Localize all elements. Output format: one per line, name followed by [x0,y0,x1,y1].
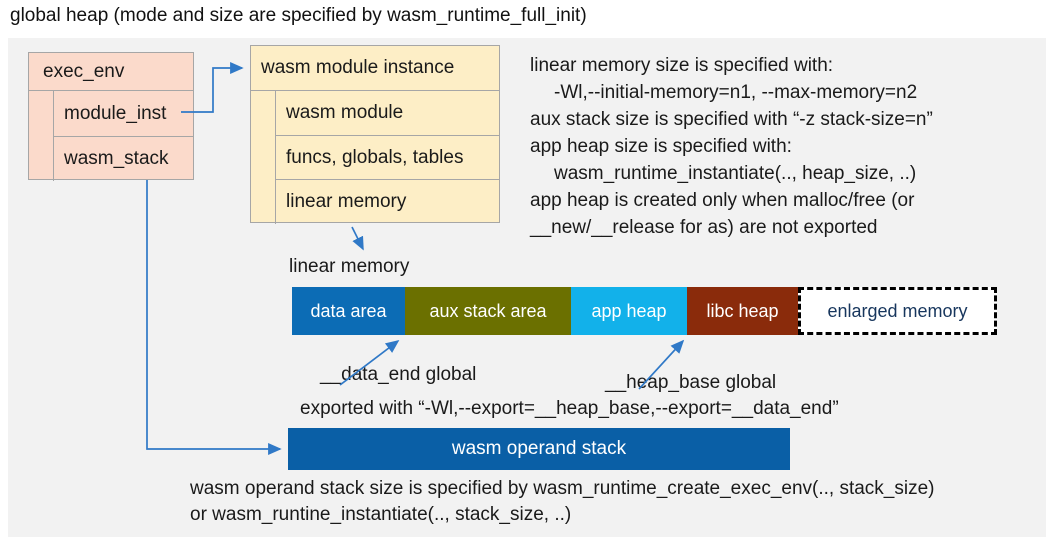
module-instance-header: wasm module instance [251,46,499,91]
note-line: __new/__release for as) are not exported [530,217,878,238]
note-line: aux stack size is specified with “-z sta… [530,109,933,130]
segment-enlarged-memory: enlarged memory [798,287,997,335]
diagram-title: global heap (mode and size are specified… [10,5,587,26]
size-notes-block: linear memory size is specified with: -W… [530,52,933,241]
segment-aux-stack-area: aux stack area [405,287,571,335]
note-line: or wasm_runtine_instantiate(.., stack_si… [190,504,572,525]
export-note: exported with “-Wl,--export=__heap_base,… [300,398,839,419]
exec-env-header: exec_env [29,53,193,91]
wasm-operand-stack-box: wasm operand stack [288,428,790,470]
exec-env-indent-strip [29,91,54,181]
note-line: linear memory size is specified with: [530,55,834,76]
module-instance-indent-strip [251,91,276,224]
module-instance-row-funcs-globals-tables: funcs, globals, tables [276,135,499,179]
note-line: wasm_runtime_instantiate(.., heap_size, … [554,163,917,184]
linear-memory-bar: data area aux stack area app heap libc h… [292,287,997,335]
module-instance-box: wasm module instance wasm module funcs, … [250,45,500,224]
segment-libc-heap: libc heap [687,287,798,335]
segment-data-area: data area [292,287,405,335]
module-instance-row-wasm-module: wasm module [286,102,404,123]
note-line: app heap size is specified with: [530,136,792,157]
operand-stack-notes: wasm operand stack size is specified by … [190,476,935,528]
exec-env-row-module-inst: module_inst [64,102,167,124]
exec-env-box: exec_env module_inst wasm_stack [28,52,194,181]
note-line: wasm operand stack size is specified by … [190,478,935,499]
note-line: -Wl,--initial-memory=n1, --max-memory=n2 [554,82,918,103]
data-end-global-label: __data_end global [320,364,477,385]
heap-base-global-label: __heap_base global [605,372,777,393]
note-line: app heap is created only when malloc/fre… [530,190,915,211]
linear-memory-label: linear memory [289,256,410,277]
module-instance-row-linear-memory: linear memory [276,179,499,224]
connector-row-to-linear-memory-label [351,226,364,251]
diagram-canvas: exec_env module_inst wasm_stack wasm mod… [8,38,1046,537]
exec-env-row-wasm-stack: wasm_stack [54,136,193,181]
segment-app-heap: app heap [571,287,687,335]
